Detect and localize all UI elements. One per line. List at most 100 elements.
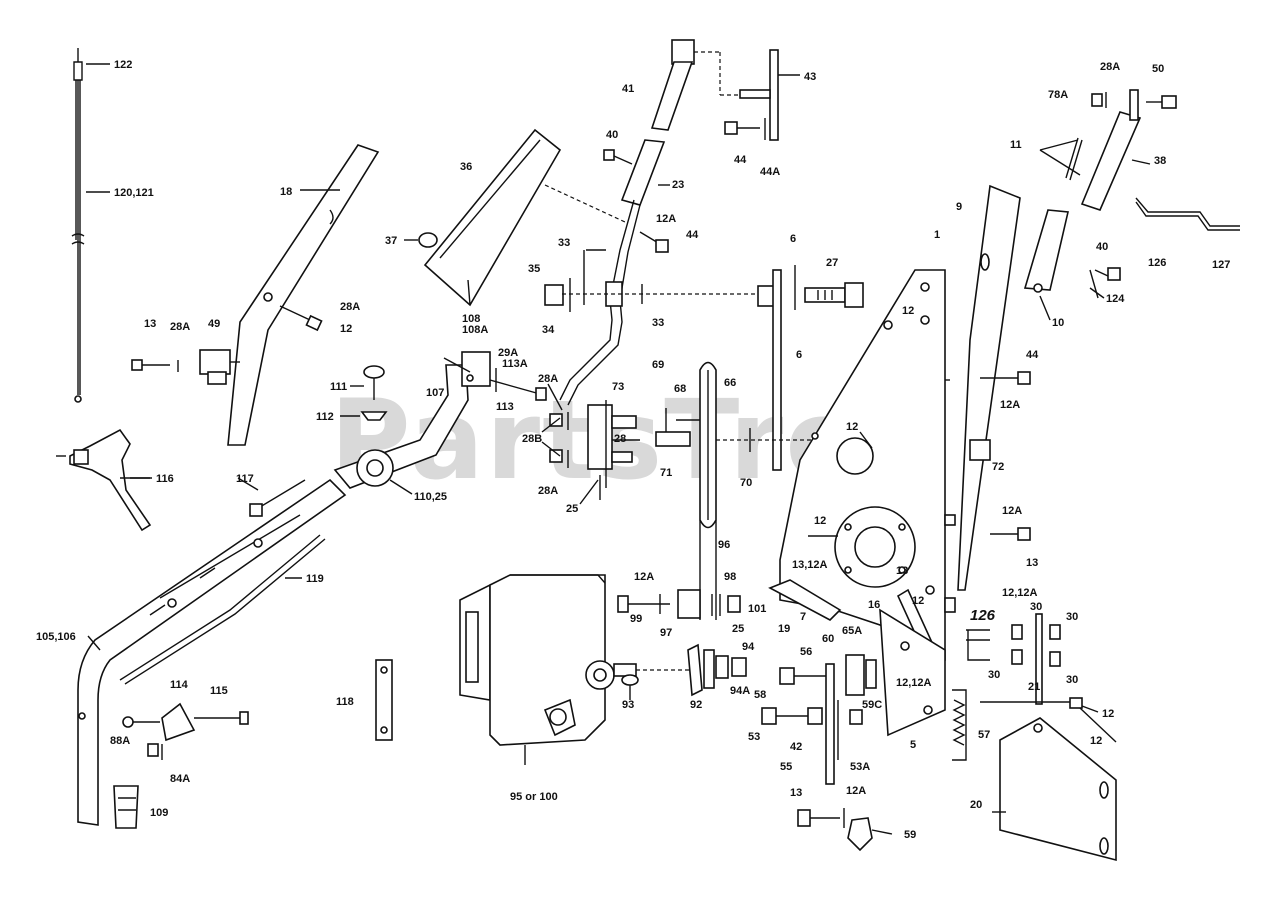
cable-part (71, 48, 110, 403)
label-12: 12 (912, 595, 924, 607)
pulley-92 (621, 643, 747, 700)
label-30: 30 (1066, 674, 1078, 686)
label-20: 20 (970, 799, 982, 811)
label-126: 126 (1148, 257, 1166, 269)
label-6: 6 (790, 233, 796, 245)
label-12: 12 (1102, 708, 1114, 720)
bracket-114 (122, 702, 249, 760)
label-23: 23 (672, 179, 684, 191)
label-73: 73 (612, 381, 624, 393)
pin-111 (340, 365, 388, 421)
lower-right-parts (952, 613, 1117, 862)
label-13-12a: 13,12A (792, 559, 828, 571)
label-122: 122 (114, 59, 132, 71)
bracket-part (227, 144, 380, 446)
label-38: 38 (1154, 155, 1166, 167)
label-60: 60 (822, 633, 834, 645)
label-108a: 108A (462, 324, 488, 336)
label-12-12a: 12,12A (1002, 587, 1038, 599)
label-56: 56 (800, 646, 812, 658)
label-118: 118 (336, 696, 354, 708)
label-5: 5 (910, 739, 916, 751)
label-35: 35 (528, 263, 540, 275)
label-111: 111 (330, 381, 347, 393)
label-112: 112 (316, 411, 334, 423)
label-101: 101 (748, 603, 766, 615)
cable-119 (119, 534, 326, 685)
label-49: 49 (208, 318, 220, 330)
label-97: 97 (660, 627, 672, 639)
label-94a: 94A (730, 685, 750, 697)
label-12a: 12A (846, 785, 866, 797)
label-13: 13 (1026, 557, 1038, 569)
label-43: 43 (804, 71, 816, 83)
label-95-or-100: 95 or 100 (510, 791, 558, 803)
bolt-assembly (131, 349, 240, 385)
part-labels: 122 120,121 18 13 28A 49 28A 12 36 37 41… (36, 59, 1230, 841)
label-119: 119 (306, 573, 324, 585)
label-78a: 78A (1048, 89, 1068, 101)
label-37: 37 (385, 235, 397, 247)
label-44: 44 (734, 154, 747, 166)
label-12: 12 (814, 515, 826, 527)
label-53a: 53A (850, 761, 870, 773)
label-93: 93 (622, 699, 634, 711)
label-84a: 84A (170, 773, 190, 785)
shaft-97 (617, 589, 741, 619)
label-116: 116 (156, 473, 174, 485)
label-65a: 65A (842, 625, 862, 637)
label-13: 13 (896, 565, 908, 577)
label-30: 30 (988, 669, 1000, 681)
label-12a: 12A (656, 213, 676, 225)
label-71: 71 (660, 467, 672, 479)
label-41: 41 (622, 83, 634, 95)
label-126: 126 (970, 607, 996, 624)
label-59c: 59C (862, 699, 882, 711)
label-110-25: 110,25 (414, 491, 447, 503)
plate-9 (957, 184, 1021, 591)
handle-part (77, 478, 347, 826)
label-25: 25 (566, 503, 578, 515)
label-127: 127 (1212, 259, 1230, 271)
leader-lines (87, 139, 1151, 835)
label-108: 108 (462, 313, 480, 325)
label-7: 7 (800, 611, 806, 623)
bracket-43 (739, 49, 800, 141)
label-117: 117 (236, 473, 254, 485)
label-9: 9 (956, 201, 962, 213)
label-72: 72 (992, 461, 1004, 473)
label-69: 69 (652, 359, 664, 371)
bolt-44 (724, 118, 766, 140)
pulley-assembly (549, 361, 820, 620)
label-40: 40 (1096, 241, 1108, 253)
label-18: 18 (280, 186, 292, 198)
idler-assembly (761, 654, 877, 852)
label-113: 113 (496, 401, 514, 413)
label-53: 53 (748, 731, 760, 743)
knob-part (404, 232, 438, 248)
knob-110 (356, 449, 413, 495)
skid-parts (768, 579, 946, 737)
shaft-bolt (757, 265, 864, 471)
label-30: 30 (1066, 611, 1078, 623)
label-28b: 28B (522, 433, 542, 445)
label-11: 11 (1010, 139, 1022, 151)
label-36: 36 (460, 161, 472, 173)
lever-116 (56, 428, 152, 532)
label-27: 27 (826, 257, 838, 269)
label-1: 1 (934, 229, 940, 241)
label-28a: 28A (1100, 61, 1120, 73)
label-114: 114 (170, 679, 189, 691)
label-50: 50 (1152, 63, 1164, 75)
label-12a: 12A (1002, 505, 1022, 517)
upper-right-parts (1023, 89, 1240, 293)
label-28: 28 (614, 433, 626, 445)
label-12-12a: 12,12A (896, 677, 932, 689)
bolt-44b (639, 231, 669, 253)
label-70: 70 (740, 477, 752, 489)
label-44: 44 (686, 229, 699, 241)
control-rod (559, 39, 740, 406)
label-12: 12 (1090, 735, 1102, 747)
label-96: 96 (718, 539, 730, 551)
